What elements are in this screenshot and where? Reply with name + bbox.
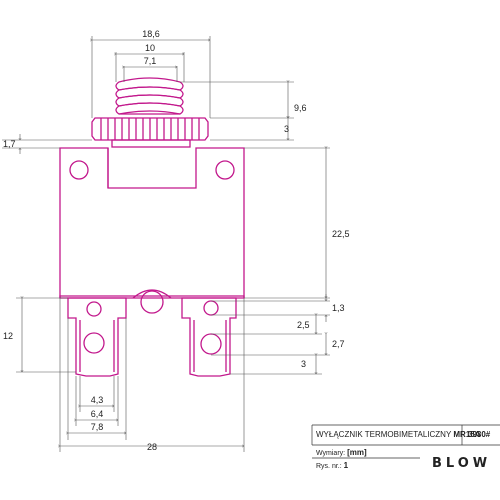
dim-r3: 2,7 (332, 339, 345, 349)
drawing-label: Rys. nr.: (316, 463, 342, 470)
dim-b2: 6,4 (91, 409, 104, 419)
brand-logo: BLOW (432, 456, 492, 471)
terminal-left (67, 297, 127, 377)
dim-top-width: 18,6 (142, 29, 160, 39)
dim-body-height: 22,5 (332, 229, 350, 239)
drawing-row: Rys. nr.: 1 (316, 461, 348, 470)
dim-left-gap: 1,7 (3, 139, 16, 149)
drawing-value: 1 (343, 461, 349, 470)
mount-hole-right (215, 160, 235, 180)
dim-b4: 28 (147, 442, 157, 452)
base-line (59, 295, 245, 298)
product-name: WYŁĄCZNIK TERMOBIMETALICZNY (316, 430, 452, 439)
dimension-labels: 18,6 10 7,1 9,6 3 1,7 22,5 12 1,3 2,5 2,… (3, 29, 350, 452)
dim-r1: 1,3 (332, 303, 345, 313)
title-block-frame (311, 424, 500, 459)
units-label: Wymiary: (316, 450, 346, 457)
product-model: MR15A (453, 430, 481, 439)
dim-b1: 4,3 (91, 395, 104, 405)
center-hole (140, 290, 164, 314)
mount-hole-left (69, 160, 89, 180)
units-value: [mm] (347, 448, 367, 457)
product-code: 3930# (468, 430, 491, 439)
dim-r2: 2,5 (297, 320, 310, 330)
dim-mid-width: 10 (145, 43, 155, 53)
dim-nut-height: 3 (284, 124, 289, 134)
thread (115, 77, 184, 115)
neck (111, 139, 191, 148)
base-arch (132, 289, 172, 299)
dim-r4: 3 (301, 359, 306, 369)
dim-terminal-height: 12 (3, 331, 13, 341)
units-row: Wymiary: [mm] (316, 448, 367, 457)
nut (91, 117, 209, 141)
dimension-lines (2, 36, 330, 452)
dim-thread-height: 9,6 (294, 103, 307, 113)
dim-inner-width: 7,1 (144, 56, 157, 66)
product-name-row: WYŁĄCZNIK TERMOBIMETALICZNY MR15A (316, 430, 481, 439)
dim-b3: 7,8 (91, 422, 104, 432)
